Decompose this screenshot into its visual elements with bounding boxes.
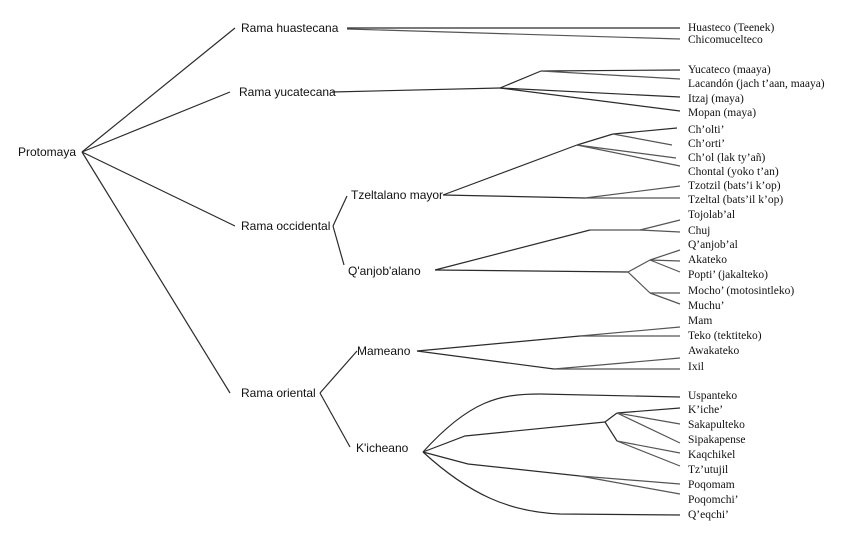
edge-poqomam bbox=[579, 475, 681, 485]
leaf-language: Popti’ (jakalteko) bbox=[688, 269, 768, 281]
edge-protomaya-huasteca bbox=[81, 27, 236, 153]
leaf-language: Mam bbox=[688, 315, 713, 327]
leaf-language: Itzaj (maya) bbox=[688, 93, 744, 105]
leaf-language: Tz’utujil bbox=[688, 464, 729, 476]
edge-akateko bbox=[649, 259, 681, 262]
leaf-language: Poqomchi’ bbox=[688, 494, 739, 506]
edge-protomaya-occidental bbox=[81, 151, 236, 227]
edge-kaqchikel bbox=[616, 440, 681, 454]
edge-kiche bbox=[616, 407, 681, 414]
edge-yucateca-sub bbox=[499, 70, 542, 89]
leaf-language: Ixil bbox=[688, 361, 704, 373]
edge-chol bbox=[576, 144, 677, 159]
leaf-language: Teko (tektiteko) bbox=[688, 330, 762, 342]
leaf-language: Chontal (yoko t’an) bbox=[688, 166, 779, 178]
node-protomaya: Protomaya bbox=[18, 145, 77, 159]
edge-mopan bbox=[499, 87, 681, 112]
edge-uspanteko bbox=[422, 393, 681, 453]
edge-yucateco bbox=[540, 69, 681, 72]
edge-tojolabal bbox=[639, 219, 681, 231]
leaf-language: Poqomam bbox=[688, 479, 735, 491]
leaf-language: Awakateko bbox=[688, 345, 740, 357]
edge-qanjobalano-trunk bbox=[434, 269, 629, 273]
leaf-language: Ch’olti’ bbox=[688, 124, 725, 136]
edge-awakateko bbox=[553, 357, 681, 370]
edge-kicheano-poqom-group bbox=[422, 451, 581, 477]
leaf-language: Tojolab’al bbox=[688, 209, 736, 221]
edge-tzeltalano-cholan bbox=[442, 144, 578, 196]
leaf-language: Akateko bbox=[688, 254, 727, 266]
edge-lacandon bbox=[540, 70, 681, 80]
leaf-language: Mocho’ (motosintleko) bbox=[688, 285, 795, 297]
node-mameano: Mameano bbox=[357, 344, 411, 358]
leaf-language: Sipakapense bbox=[688, 434, 746, 446]
edge-poqomchi bbox=[579, 475, 681, 495]
edge-yucateca-trunk bbox=[331, 87, 501, 93]
leaf-language: K’iche’ bbox=[688, 404, 724, 416]
edge-kiche-sub bbox=[604, 412, 618, 423]
node-rama-yucatecana: Rama yucatecana bbox=[239, 85, 336, 99]
node-qanjobalano: Q'anjob'alano bbox=[348, 264, 421, 278]
leaf-language: Kaqchikel bbox=[688, 449, 736, 461]
node-rama-occidental: Rama occidental bbox=[241, 219, 331, 233]
edge-itzaj bbox=[499, 87, 681, 98]
edge-popti bbox=[649, 259, 681, 273]
edge-muchu bbox=[649, 292, 681, 305]
leaf-language: Chicomucelteco bbox=[688, 34, 763, 46]
edge-protomaya-yucateca bbox=[81, 91, 231, 153]
edge-sipakapense bbox=[616, 412, 681, 444]
edge-mam bbox=[579, 326, 681, 337]
leaf-language: Huasteco (Teenek) bbox=[688, 22, 775, 34]
edge-qanjobal-sub bbox=[627, 259, 651, 273]
edge-qanjobal bbox=[649, 249, 681, 261]
leaf-language: Yucateco (maaya) bbox=[688, 64, 771, 76]
leaf-language: Ch’orti’ bbox=[688, 138, 726, 150]
edge-kaqchikel-sub bbox=[604, 421, 618, 442]
edge-qanjobalano-chujean bbox=[434, 229, 591, 271]
edge-chontal bbox=[576, 144, 681, 167]
edge-sakapulteko bbox=[616, 412, 681, 425]
edge-occidental-tzeltalano bbox=[332, 195, 348, 227]
leaf-language: Uspanteko bbox=[688, 390, 738, 402]
edge-kicheano-kiche-group bbox=[422, 421, 606, 453]
edge-occidental-qanjobalano bbox=[332, 225, 345, 266]
leaf-language: Tzeltal (bats’il k’op) bbox=[688, 194, 784, 206]
node-kicheano: K'icheano bbox=[356, 441, 409, 455]
edge-tzotzil bbox=[584, 185, 681, 199]
leaf-language: Q’anjob’al bbox=[688, 239, 738, 251]
edge-chorti bbox=[612, 133, 673, 146]
edge-cholan-sub bbox=[576, 133, 614, 146]
edge-tzeltalano-tzeltalan bbox=[442, 194, 586, 199]
leaf-language: Ch’ol (lak ty’añ) bbox=[688, 152, 766, 164]
leaf-language: Lacandón (jach t’aan, maaya) bbox=[688, 78, 825, 90]
edge-mameano-ixil-group bbox=[416, 350, 555, 370]
edge-mameano-mam-group bbox=[416, 335, 581, 352]
edge-huasteca-chicomucelteco bbox=[346, 28, 681, 40]
edge-tzutujil bbox=[616, 440, 681, 467]
leaf-language: Q’eqchi’ bbox=[688, 509, 729, 521]
edge-qeqchi bbox=[422, 451, 681, 516]
edge-mocho-sub bbox=[627, 271, 651, 294]
leaf-language: Sakapulteko bbox=[688, 419, 745, 431]
edge-oriental-kicheano bbox=[319, 392, 351, 448]
edge-oriental-mameano bbox=[319, 350, 358, 394]
leaf-language: Muchu’ bbox=[688, 300, 725, 312]
leaf-language: Mopan (maya) bbox=[688, 107, 757, 119]
edge-chuj bbox=[639, 229, 681, 233]
edge-cholti bbox=[612, 127, 678, 135]
node-tzeltalano-mayor: Tzeltalano mayor bbox=[351, 188, 444, 202]
node-rama-huastecana: Rama huastecana bbox=[241, 21, 339, 35]
leaf-language: Tzotzil (bats’i k’op) bbox=[688, 180, 781, 192]
leaf-language: Chuj bbox=[688, 225, 711, 237]
node-rama-oriental: Rama oriental bbox=[241, 386, 316, 400]
edge-protomaya-oriental bbox=[81, 151, 231, 394]
